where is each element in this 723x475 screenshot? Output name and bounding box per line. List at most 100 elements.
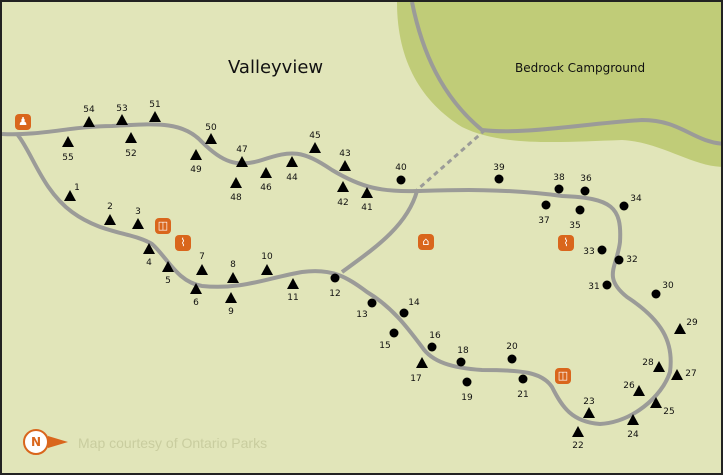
campsite-6[interactable]: 6 bbox=[190, 283, 202, 308]
campsite-54[interactable]: 54 bbox=[83, 105, 95, 127]
campsite-5[interactable]: 5 bbox=[162, 261, 174, 286]
campsite-35[interactable]: 35 bbox=[569, 205, 585, 232]
electric-site-icon[interactable] bbox=[619, 201, 629, 211]
tent-site-icon[interactable] bbox=[227, 272, 239, 283]
tent-site-icon[interactable] bbox=[671, 369, 683, 380]
tent-site-icon[interactable] bbox=[196, 264, 208, 275]
campsite-13[interactable]: 13 bbox=[356, 298, 377, 321]
campsite-40[interactable]: 40 bbox=[395, 163, 407, 185]
tent-site-icon[interactable] bbox=[583, 407, 595, 418]
tent-site-icon[interactable] bbox=[143, 243, 155, 254]
campsite-1[interactable]: 1 bbox=[64, 183, 80, 201]
campsite-4[interactable]: 4 bbox=[143, 243, 155, 268]
campsite-19[interactable]: 19 bbox=[461, 377, 473, 404]
campsite-10[interactable]: 10 bbox=[261, 252, 273, 275]
electric-site-icon[interactable] bbox=[427, 342, 437, 352]
electric-site-icon[interactable] bbox=[507, 354, 517, 364]
campsite-7[interactable]: 7 bbox=[196, 252, 208, 275]
campsite-46[interactable]: 46 bbox=[260, 167, 272, 193]
campsite-23[interactable]: 23 bbox=[583, 397, 595, 418]
electric-site-icon[interactable] bbox=[554, 184, 564, 194]
campsite-36[interactable]: 36 bbox=[580, 174, 592, 196]
campsite-47[interactable]: 47 bbox=[236, 145, 248, 167]
campsite-25[interactable]: 25 bbox=[650, 397, 675, 417]
tent-site-icon[interactable] bbox=[236, 156, 248, 167]
campsite-45[interactable]: 45 bbox=[309, 131, 321, 153]
campsite-3[interactable]: 3 bbox=[132, 207, 144, 229]
tent-site-icon[interactable] bbox=[190, 283, 202, 294]
tent-site-icon[interactable] bbox=[205, 133, 217, 144]
tent-site-icon[interactable] bbox=[653, 361, 665, 372]
campsite-33[interactable]: 33 bbox=[583, 245, 607, 258]
campsite-12[interactable]: 12 bbox=[329, 273, 341, 300]
electric-site-icon[interactable] bbox=[396, 175, 406, 185]
electric-site-icon[interactable] bbox=[580, 186, 590, 196]
tent-site-icon[interactable] bbox=[633, 385, 645, 396]
tent-site-icon[interactable] bbox=[416, 357, 428, 368]
electric-site-icon[interactable] bbox=[518, 374, 528, 384]
tent-site-icon[interactable] bbox=[230, 177, 242, 188]
tent-site-icon[interactable] bbox=[309, 142, 321, 153]
tent-site-icon[interactable] bbox=[132, 218, 144, 229]
campsite-50[interactable]: 50 bbox=[205, 123, 217, 144]
tent-site-icon[interactable] bbox=[225, 292, 237, 303]
campsite-48[interactable]: 48 bbox=[230, 177, 242, 203]
campsite-18[interactable]: 18 bbox=[456, 346, 469, 367]
tent-site-icon[interactable] bbox=[339, 160, 351, 171]
electric-site-icon[interactable] bbox=[575, 205, 585, 215]
campsite-21[interactable]: 21 bbox=[517, 374, 529, 401]
campsite-8[interactable]: 8 bbox=[227, 260, 239, 283]
building-icon[interactable]: ⌂ bbox=[418, 234, 434, 250]
electric-site-icon[interactable] bbox=[494, 174, 504, 184]
campsite-41[interactable]: 41 bbox=[361, 187, 373, 213]
campsite-38[interactable]: 38 bbox=[553, 173, 565, 194]
campsite-16[interactable]: 16 bbox=[427, 331, 441, 352]
tent-site-icon[interactable] bbox=[116, 114, 128, 125]
tent-site-icon[interactable] bbox=[650, 397, 662, 408]
water-tap-icon[interactable]: ⌇ bbox=[558, 235, 574, 251]
tent-site-icon[interactable] bbox=[361, 187, 373, 198]
electric-site-icon[interactable] bbox=[330, 273, 340, 283]
electric-site-icon[interactable] bbox=[367, 298, 377, 308]
electric-site-icon[interactable] bbox=[389, 328, 399, 338]
tent-site-icon[interactable] bbox=[572, 426, 584, 437]
tent-site-icon[interactable] bbox=[627, 414, 639, 425]
campsite-9[interactable]: 9 bbox=[225, 292, 237, 317]
electric-site-icon[interactable] bbox=[462, 377, 472, 387]
electric-site-icon[interactable] bbox=[651, 289, 661, 299]
electric-site-icon[interactable] bbox=[614, 255, 624, 265]
tent-site-icon[interactable] bbox=[337, 181, 349, 192]
electric-site-icon[interactable] bbox=[602, 280, 612, 290]
tent-site-icon[interactable] bbox=[125, 132, 137, 143]
campsite-27[interactable]: 27 bbox=[671, 369, 697, 380]
tent-site-icon[interactable] bbox=[64, 190, 76, 201]
campsite-14[interactable]: 14 bbox=[399, 298, 420, 318]
campsite-43[interactable]: 43 bbox=[339, 149, 351, 171]
campsite-49[interactable]: 49 bbox=[190, 149, 202, 175]
tent-site-icon[interactable] bbox=[287, 278, 299, 289]
campsite-11[interactable]: 11 bbox=[287, 278, 299, 303]
tent-site-icon[interactable] bbox=[674, 323, 686, 334]
campsite-52[interactable]: 52 bbox=[125, 132, 137, 159]
campsite-22[interactable]: 22 bbox=[572, 426, 584, 451]
water-tap-icon[interactable]: ⌇ bbox=[175, 235, 191, 251]
tent-site-icon[interactable] bbox=[104, 214, 116, 225]
campsite-51[interactable]: 51 bbox=[149, 100, 161, 122]
tent-site-icon[interactable] bbox=[261, 264, 273, 275]
campsite-42[interactable]: 42 bbox=[337, 181, 349, 208]
tent-site-icon[interactable] bbox=[62, 136, 74, 147]
campsite-29[interactable]: 29 bbox=[674, 318, 698, 334]
electric-site-icon[interactable] bbox=[541, 200, 551, 210]
campsite-20[interactable]: 20 bbox=[506, 342, 518, 364]
toilet-icon[interactable]: ◫ bbox=[555, 368, 571, 384]
campsite-2[interactable]: 2 bbox=[104, 202, 116, 225]
toilet-icon[interactable]: ◫ bbox=[155, 218, 171, 234]
electric-site-icon[interactable] bbox=[456, 357, 466, 367]
tent-site-icon[interactable] bbox=[83, 116, 95, 127]
campsite-39[interactable]: 39 bbox=[493, 163, 505, 184]
campsite-55[interactable]: 55 bbox=[62, 136, 74, 163]
tent-site-icon[interactable] bbox=[149, 111, 161, 122]
tent-site-icon[interactable] bbox=[260, 167, 272, 178]
campsite-28[interactable]: 28 bbox=[642, 358, 665, 372]
campsite-24[interactable]: 24 bbox=[627, 414, 639, 440]
